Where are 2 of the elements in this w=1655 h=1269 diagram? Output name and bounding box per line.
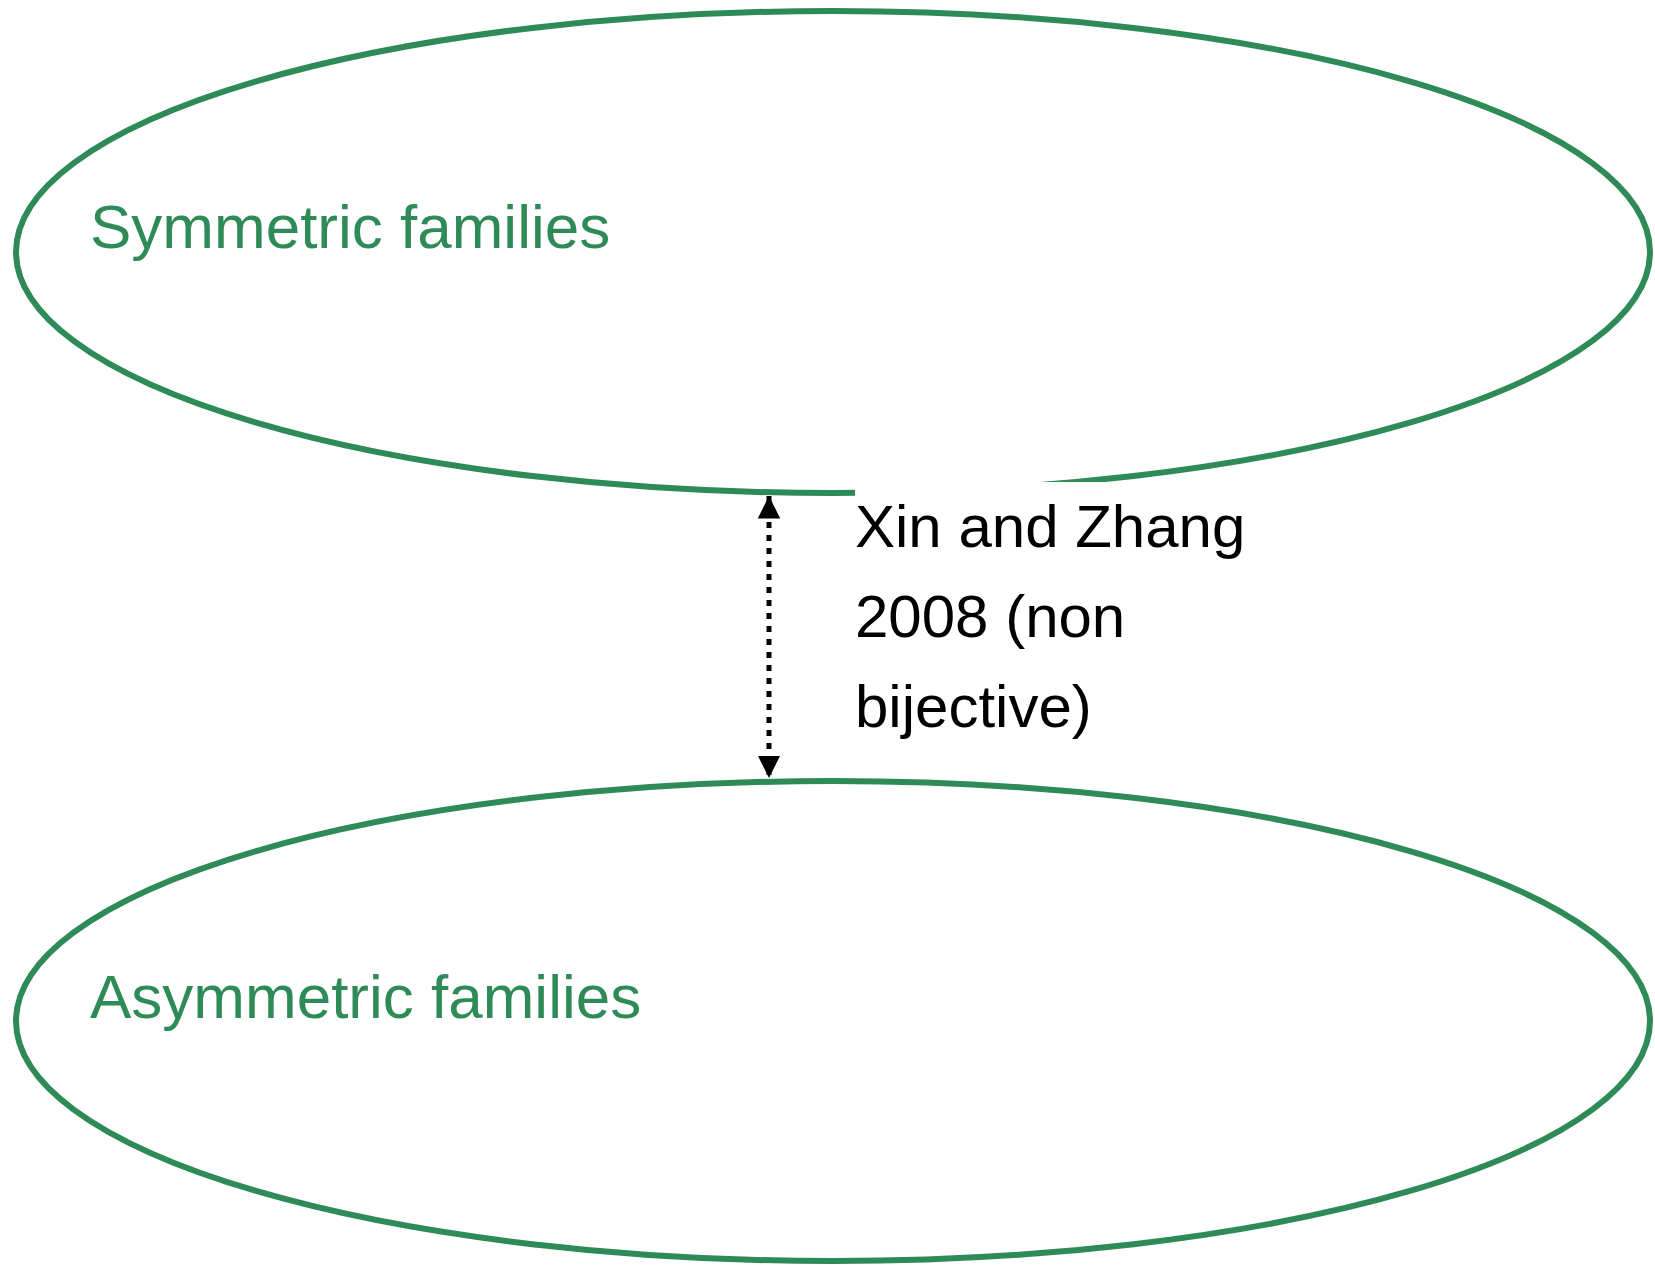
ellipse-region <box>13 778 1653 1264</box>
ellipse-region <box>13 8 1653 496</box>
